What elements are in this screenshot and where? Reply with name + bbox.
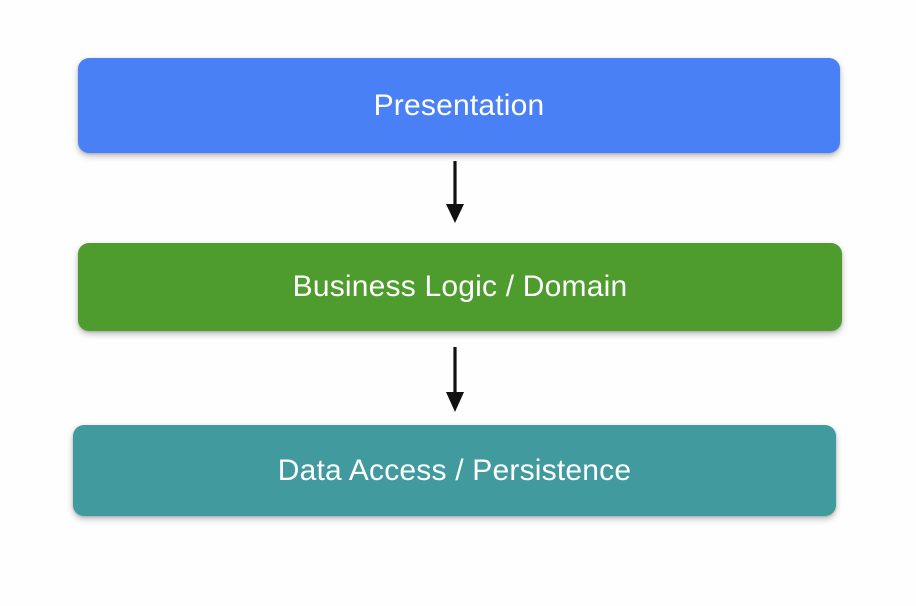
layer-label-business-logic-domain: Business Logic / Domain	[292, 270, 628, 303]
layer-box-data-access-persistence[interactable]: Data Access / Persistence	[73, 425, 836, 516]
layer-label-data-access-persistence: Data Access / Persistence	[277, 453, 632, 487]
layer-label-presentation: Presentation	[373, 88, 545, 122]
arrow-down-icon-presentation-to-business	[432, 160, 478, 224]
arrow-down-icon-business-to-data-access	[432, 344, 478, 414]
layer-box-business-logic-domain[interactable]: Business Logic / Domain	[78, 243, 842, 331]
layer-box-presentation[interactable]: Presentation	[78, 58, 840, 153]
